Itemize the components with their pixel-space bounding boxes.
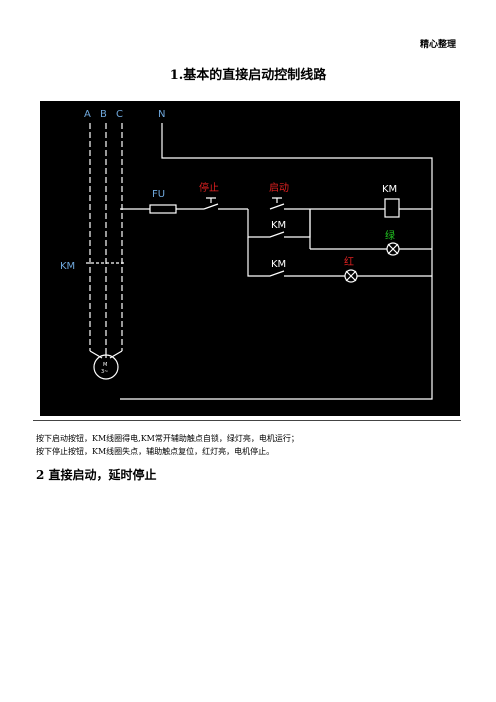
coil-symbol: [384, 198, 400, 218]
stop-switch: [203, 203, 219, 210]
main-contact-label: KM: [60, 261, 75, 272]
aux-contact-label-1: KM: [271, 220, 286, 231]
section-2-title: 2 直接启动，延时停止: [36, 468, 157, 482]
stop-button: [206, 197, 216, 203]
red-lamp-label: 红: [344, 255, 354, 268]
start-label: 启动: [269, 181, 289, 194]
neutral-line: [120, 123, 433, 400]
aux-contact-label-2: KM: [271, 259, 286, 270]
description-line-2: 按下停止按钮，KM线圈失点，辅助触点复位，红灯亮，电机停止。: [36, 447, 275, 456]
fuse-symbol: [149, 204, 177, 214]
circuit-svg: A B C N FU 停止 启动 KM KM KM KM 绿 红 M 3~: [60, 109, 433, 400]
circuit-diagram: A B C N FU 停止 启动 KM KM KM KM 绿 红 M 3~: [40, 101, 460, 416]
phase-b-label: B: [100, 109, 107, 120]
neutral-label: N: [158, 109, 165, 120]
section-title: 1.基本的直接启动控制线路: [169, 68, 327, 83]
coil-label: KM: [382, 184, 397, 195]
phase-c-label: C: [116, 109, 123, 120]
red-branch: [247, 237, 345, 277]
header-tag: 精心整理: [419, 40, 456, 50]
green-lamp-label: 绿: [385, 229, 395, 242]
start-switch: [269, 203, 285, 210]
divider: [33, 420, 461, 421]
stop-label: 停止: [199, 181, 219, 194]
motor-label-2: 3~: [101, 369, 108, 375]
fuse-label: FU: [152, 189, 165, 200]
phase-a-label: A: [84, 109, 91, 120]
description-line-1: 按下启动按钮，KM线圈得电,KM常开辅助触点自锁，绿灯亮，电机运行；: [36, 434, 299, 443]
start-button: [272, 197, 282, 203]
motor-label-1: M: [103, 362, 107, 368]
motor-symbol: [93, 354, 119, 380]
